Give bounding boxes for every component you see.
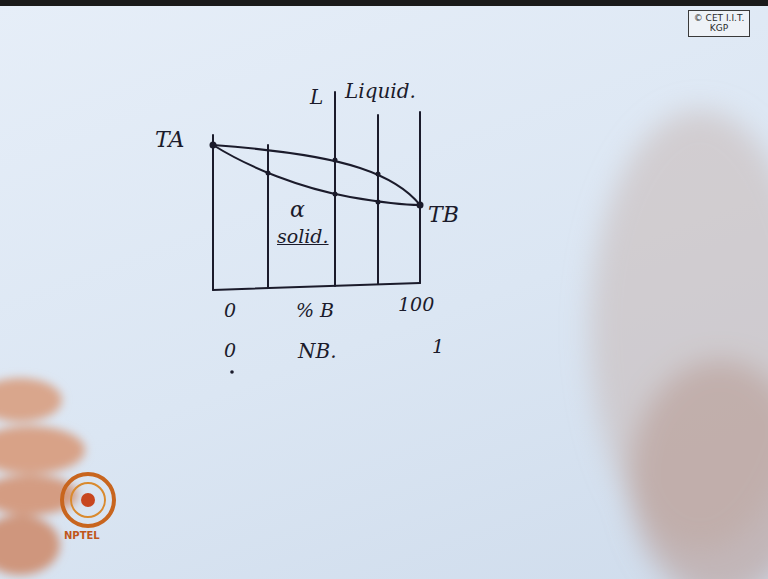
axis-label: Liquid.	[345, 80, 416, 102]
liquidus-curve	[213, 145, 420, 205]
axis-label: 1	[432, 336, 444, 357]
solidus-curve	[213, 145, 420, 205]
axis-label: TB	[428, 203, 459, 227]
hand-shadow	[590, 110, 768, 579]
axis-left	[212, 135, 214, 290]
nptel-logo	[62, 474, 114, 526]
intersection-dots	[210, 142, 424, 374]
axis-label: solid.	[277, 226, 329, 247]
axis-label: 0	[224, 340, 236, 361]
axis-label: α	[290, 198, 305, 222]
alloy-line	[334, 92, 336, 286]
axis-label: 100	[398, 294, 434, 315]
phase-diagram	[213, 92, 420, 290]
copyright-text: © CET I.I.T. KGP	[693, 13, 745, 34]
axis-bottom	[213, 283, 420, 290]
top-bar	[0, 0, 768, 6]
axis-label: NB.	[298, 340, 337, 362]
axis-label: % B	[296, 300, 334, 321]
logo-text: NPTEL	[64, 530, 100, 541]
alloy-line	[267, 145, 269, 288]
axis-right	[419, 112, 421, 283]
axis-label: TA	[155, 128, 184, 152]
copyright-box: © CET I.I.T. KGP	[688, 10, 750, 37]
axis-label: L	[310, 86, 323, 108]
hand	[0, 378, 85, 575]
axis-label: 0	[224, 300, 236, 321]
